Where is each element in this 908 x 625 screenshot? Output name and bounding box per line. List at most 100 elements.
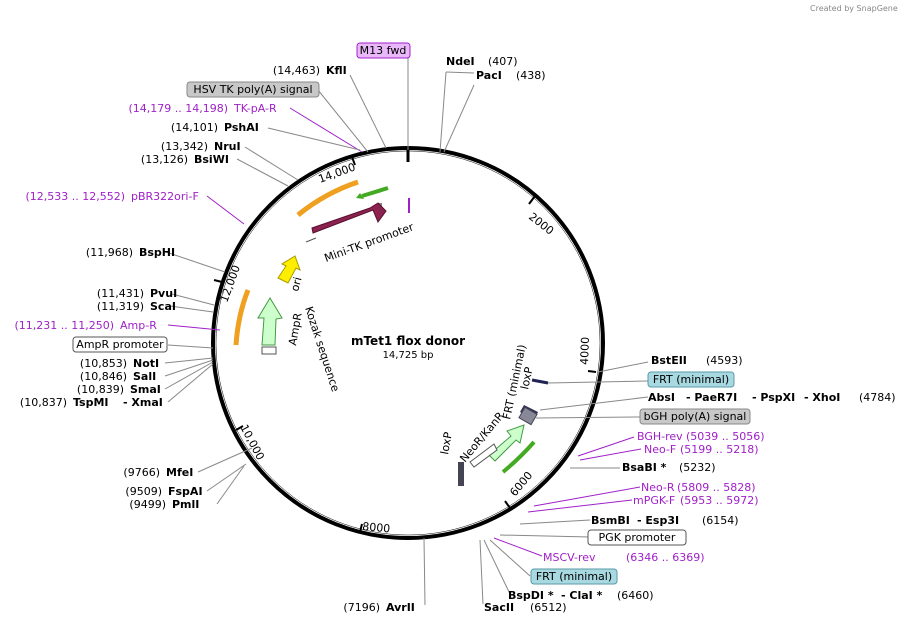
- loxp-top-marker: [531, 378, 549, 385]
- bsmbi-position: (6154): [702, 514, 739, 527]
- m13-fwd-label: M13 fwd: [360, 44, 407, 57]
- pbr-position: (12,533 .. 12,552): [25, 190, 125, 203]
- xhoi-label: - XhoI: [804, 391, 840, 404]
- mpgk-f-label: mPGK-F: [633, 494, 675, 507]
- tick-14000: [351, 156, 356, 166]
- frt-min1-box: [647, 371, 735, 388]
- orange-feature-top: [296, 179, 359, 217]
- ori-label: ori: [288, 276, 304, 293]
- green-feature-top-head: [356, 193, 364, 199]
- avrii-label: AvrII: [386, 601, 415, 614]
- tick-8000: [359, 523, 363, 533]
- tkpar-label: TK-pA-R: [233, 102, 277, 115]
- tick-2000: [528, 195, 536, 205]
- frt-min1-label: FRT (minimal): [653, 373, 729, 386]
- clai-label: - ClaI *: [561, 589, 603, 602]
- bgh-rev-label: BGH-rev: [637, 430, 683, 443]
- neo-r-position: (5809 .. 5828): [677, 481, 756, 494]
- pgk-promoter-label: PGK promoter: [599, 531, 676, 544]
- mfei-label: MfeI: [166, 466, 193, 479]
- loxp-top-label: loxP: [518, 365, 535, 390]
- fspai-position: (9509): [125, 485, 162, 498]
- pvui-label: PvuI: [150, 287, 177, 300]
- kfli-label: KflI: [326, 64, 347, 77]
- bsiwi-label: BsiWI: [194, 153, 229, 166]
- plasmid-name: mTet1 flox donor: [351, 334, 465, 348]
- avrii-position: (7196): [343, 601, 380, 614]
- hsv-pa-label: HSV TK poly(A) signal: [193, 83, 312, 96]
- orange-feature-left: [233, 289, 251, 346]
- fspai-label: FspAI: [168, 485, 203, 498]
- kozak-label: Kozak sequence: [302, 305, 342, 394]
- bsiwi-position: (13,126): [141, 153, 188, 166]
- bgh-pa-box: [518, 406, 538, 426]
- tspmi-label: TspMI: [73, 396, 109, 409]
- sacii-label: SacII: [484, 601, 514, 614]
- tick-4000: [587, 370, 597, 373]
- neor-arrow: [488, 424, 525, 462]
- pgk-promoter-box-label: [587, 529, 687, 546]
- kfli-position: (14,463): [273, 64, 320, 77]
- paci-label: PacI: [476, 69, 502, 82]
- absi-label: AbsI: [648, 391, 675, 404]
- bsteii-position: (4593): [706, 354, 743, 367]
- tick-label-4000: 4000: [578, 337, 592, 365]
- leader-lines: [164, 58, 649, 606]
- ampr-promoter-label: AmpR promoter: [76, 338, 164, 351]
- pmli-position: (9499): [129, 498, 166, 511]
- hsv-tk-arrow: [311, 202, 387, 234]
- tick-label-2000: 2000: [526, 210, 556, 237]
- loxp-bottom-label: loxP: [438, 431, 455, 456]
- sali-position: (10,846): [80, 370, 127, 383]
- plasmid-size: 14,725 bp: [383, 350, 434, 361]
- tick-10000: [235, 425, 244, 431]
- noti-position: (10,853): [80, 357, 127, 370]
- noti-label: NotI: [133, 357, 159, 370]
- mpgk-f-position: (5953 .. 5972): [680, 494, 759, 507]
- esp3i-label: - Esp3I: [637, 514, 679, 527]
- bgh-pa-label: bGH poly(A) signal: [644, 410, 747, 423]
- tspmi-position: (10,837): [20, 396, 67, 409]
- mfei-position: (9766): [123, 466, 160, 479]
- bsphi-position: (11,968): [86, 246, 133, 259]
- hsv-pa-box: [186, 81, 320, 98]
- paci-position: (438): [516, 69, 546, 82]
- smai-label: SmaI: [130, 383, 161, 396]
- ampr-arrow: [257, 297, 283, 346]
- bgh-rev-position: (5039 .. 5056): [686, 430, 765, 443]
- ampr-primer-label: Amp-R: [120, 319, 157, 332]
- pspxi-label: - PspXI: [752, 391, 795, 404]
- pshai-label: PshAI: [224, 121, 259, 134]
- green-feature-bottom: [501, 440, 536, 474]
- sacii-position: (6512): [530, 601, 567, 614]
- smai-position: (10,839): [77, 383, 124, 396]
- bsteii-label: BstEII: [651, 354, 687, 367]
- pbr-label: pBR322ori-F: [131, 190, 199, 203]
- scai-label: ScaI: [150, 300, 176, 313]
- neo-f-position: (5199 .. 5218): [680, 443, 759, 456]
- mini-tk-marker: [305, 237, 317, 243]
- scai-position: (11,319): [97, 300, 144, 313]
- pshai-position: (14,101): [171, 121, 218, 134]
- frt-min2-label: FRT (minimal): [536, 570, 612, 583]
- pvui-position: (11,431): [97, 287, 144, 300]
- neo-r-label: Neo-R: [641, 481, 675, 494]
- tick-12000: [213, 279, 223, 283]
- bsphi-label: BspHI: [139, 246, 175, 259]
- mscv-rev-position: (6346 .. 6369): [626, 551, 705, 564]
- xmai-label: - XmaI: [123, 396, 163, 409]
- bsmbi-label: BsmBI: [591, 514, 630, 527]
- bspdi-label: BspDI *: [508, 589, 554, 602]
- bspdi-position: (6460): [617, 589, 654, 602]
- tkpar-position: (14,179 .. 14,198): [128, 102, 228, 115]
- bsabi-label: BsaBI *: [622, 461, 667, 474]
- ampr-label: AmpR: [286, 312, 305, 347]
- ampr-promoter-box: [261, 346, 277, 355]
- bgh-pa-label-box: [639, 408, 751, 425]
- pmli-label: PmlI: [172, 498, 199, 511]
- xhoi-position: (4784): [859, 391, 896, 404]
- bsabi-position: (5232): [679, 461, 716, 474]
- ndei-label: NdeI: [446, 55, 475, 68]
- tick-6000: [504, 500, 511, 509]
